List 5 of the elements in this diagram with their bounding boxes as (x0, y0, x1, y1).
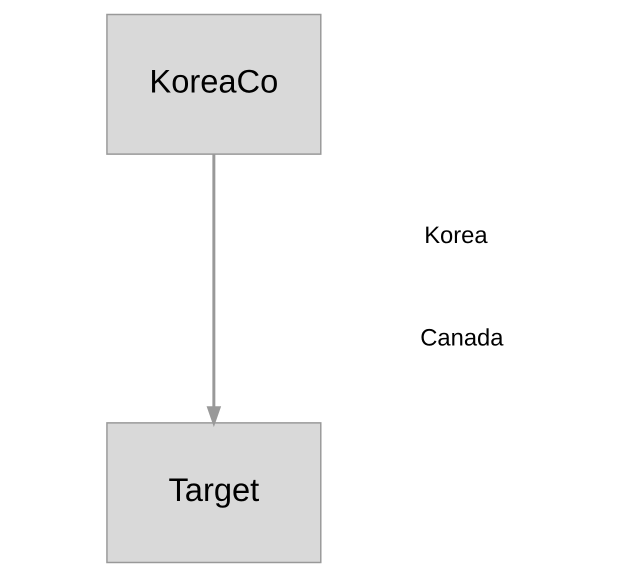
label: Korea (424, 222, 488, 249)
node-box: Target (106, 422, 322, 564)
node-box: KoreaCo (106, 14, 322, 155)
arrow (206, 154, 222, 428)
label: Canada (420, 324, 504, 352)
